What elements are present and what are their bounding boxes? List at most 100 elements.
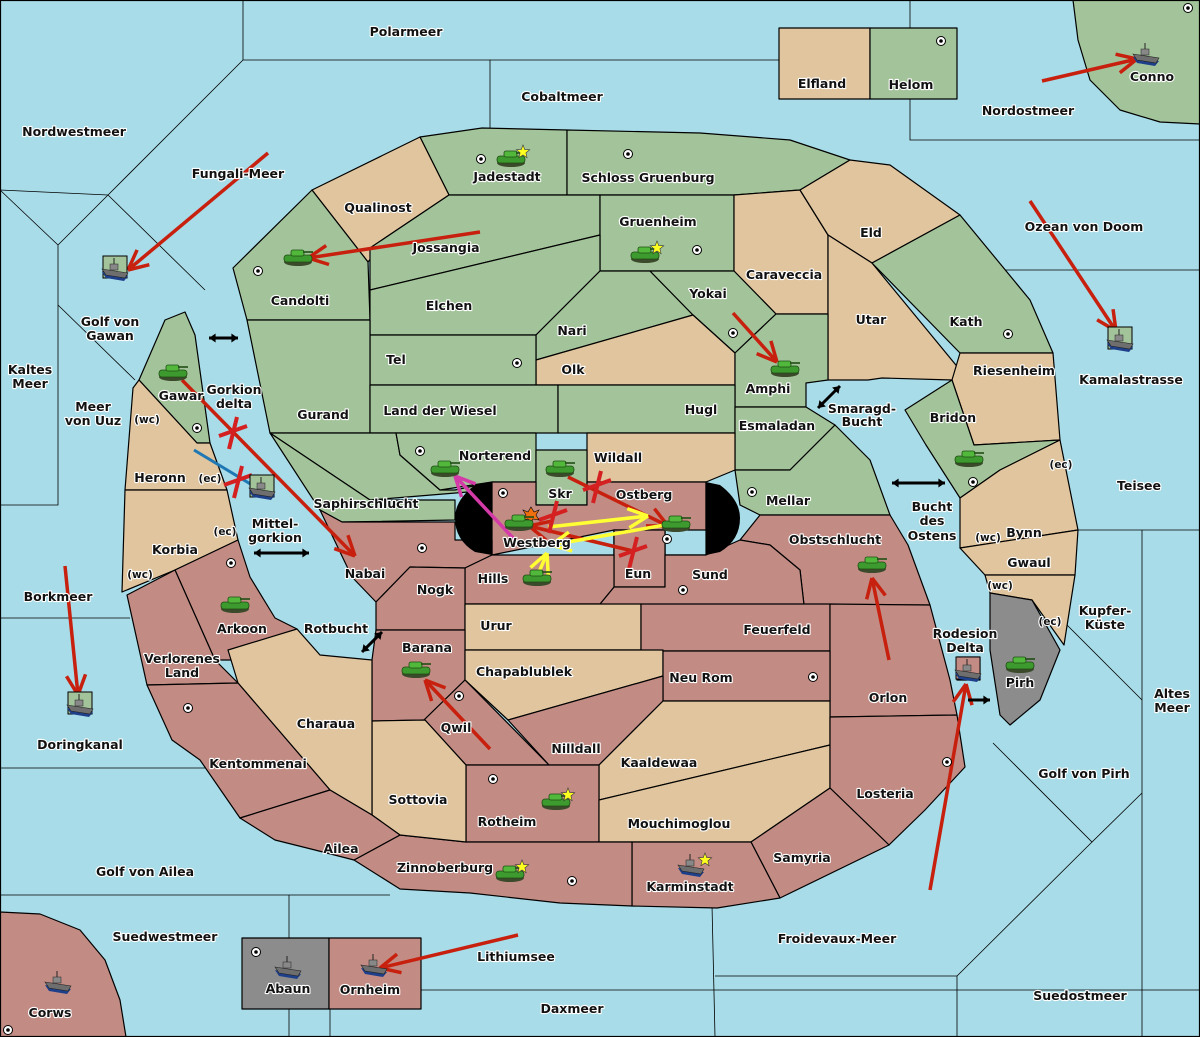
label-doringkanal: Doringkanal: [37, 737, 123, 752]
label-altes-meer-1: Altes: [1154, 686, 1190, 701]
label-jossangia: Jossangia: [411, 240, 479, 255]
label-mittelgorkion-1: Mittel-: [252, 516, 299, 531]
label-land-der-wiesel: Land der Wiesel: [383, 403, 496, 418]
supply-center-icon: [3, 1025, 13, 1035]
coast-label: (ec): [214, 526, 237, 538]
label-zinnoberburg: Zinnoberburg: [397, 860, 493, 875]
fleet-unit[interactable]: [1132, 43, 1160, 66]
fleet-unit[interactable]: [360, 954, 388, 977]
territory-ailea[interactable]: [239, 789, 401, 861]
label-nari: Nari: [557, 323, 586, 338]
territory-verlorenes-land[interactable]: [126, 569, 239, 686]
supply-center-icon: [183, 703, 193, 713]
supply-centers: [3, 3, 1193, 1035]
star-icon: [515, 144, 531, 159]
label-kaaldewaa: Kaaldewaa: [621, 755, 698, 770]
supply-center-icon: [936, 36, 946, 46]
army-unit[interactable]: [954, 450, 984, 467]
fleet-unit[interactable]: [1106, 326, 1134, 352]
impassable-west: [455, 482, 492, 555]
label-qwil: Qwil: [441, 720, 472, 735]
tank-icon: [1005, 656, 1035, 673]
army-unit[interactable]: [857, 556, 887, 573]
label-ornheim: Ornheim: [340, 982, 400, 997]
label-heronn: Heronn: [134, 470, 186, 485]
army-unit[interactable]: [401, 661, 431, 678]
label-chapablublek: Chapablublek: [476, 664, 573, 679]
territory-utar[interactable]: [827, 234, 961, 381]
label-hugl: Hugl: [685, 402, 718, 417]
army-unit[interactable]: [522, 569, 552, 586]
ship-icon: [101, 258, 129, 281]
arrow-right-icon: [968, 695, 990, 705]
label-amphi: Amphi: [746, 381, 791, 396]
territory-mellar[interactable]: [734, 424, 891, 516]
army-unit[interactable]: [770, 360, 800, 377]
army-unit[interactable]: [495, 859, 530, 882]
label-eld: Eld: [860, 225, 882, 240]
move-order-arrow: [180, 378, 357, 558]
label-conno: Conno: [1130, 69, 1175, 84]
army-unit[interactable]: [496, 144, 531, 167]
label-gorkion-delta-1: Gorkion: [206, 382, 261, 397]
fleet-unit[interactable]: [44, 971, 72, 994]
territory-gwaul[interactable]: [984, 574, 1076, 646]
tank-icon: [522, 569, 552, 586]
army-unit[interactable]: [158, 364, 188, 381]
tank-icon: [220, 596, 250, 613]
orders-layer: [63, 52, 1139, 975]
label-altes-meer-2: Meer: [1154, 700, 1190, 715]
fleet-unit[interactable]: [274, 956, 302, 979]
supply-center-icon: [415, 446, 425, 456]
label-meer-von-uuz-1: Meer: [75, 399, 111, 414]
label-skr: Skr: [548, 486, 572, 501]
fleet-unit[interactable]: [66, 691, 94, 717]
army-unit[interactable]: [630, 240, 665, 263]
label-gruenheim: Gruenheim: [619, 214, 696, 229]
fleet-unit[interactable]: [248, 474, 276, 500]
move-order-arrow: [1041, 52, 1139, 83]
move-order-arrow: [928, 682, 974, 891]
label-golf-von-gawan-1: Golf von: [81, 314, 140, 329]
territory-kath[interactable]: [871, 214, 1054, 354]
two-way-arrow-icon: [254, 548, 309, 558]
label-mellar: Mellar: [766, 493, 811, 508]
territory-corws[interactable]: [0, 911, 127, 1037]
star-icon: [560, 787, 576, 802]
label-kupfer-kueste-1: Kupfer-: [1079, 603, 1132, 618]
army-unit[interactable]: [1005, 656, 1035, 673]
label-golf-von-gawan-2: Gawan: [86, 328, 134, 343]
label-charaua: Charaua: [297, 716, 355, 731]
army-unit[interactable]: [283, 249, 313, 266]
army-unit[interactable]: [545, 460, 575, 477]
army-unit[interactable]: [661, 515, 691, 532]
label-smaragd-bucht-1: Smaragd-: [828, 401, 896, 416]
territory-helom[interactable]: [869, 27, 958, 100]
coast-label: (wc): [127, 569, 153, 581]
supply-center-icon: [623, 149, 633, 159]
tank-icon: [283, 249, 313, 266]
impassable-east: [706, 482, 740, 555]
territory-korbia[interactable]: [121, 489, 239, 593]
army-unit[interactable]: [220, 596, 250, 613]
label-wildall: Wildall: [594, 450, 642, 465]
label-gwaul: Gwaul: [1007, 555, 1050, 570]
label-bridon: Bridon: [930, 410, 976, 425]
fleet-unit[interactable]: [677, 852, 713, 877]
star-icon: [649, 240, 665, 255]
label-qualinost: Qualinost: [344, 200, 411, 215]
territory-rotheim[interactable]: [465, 764, 600, 843]
supply-center-icon: [968, 477, 978, 487]
label-rodesion-delta-2: Delta: [946, 640, 984, 655]
supply-center-icon: [226, 558, 236, 568]
fleet-unit[interactable]: [101, 255, 129, 281]
label-obstschlucht: Obstschlucht: [789, 532, 881, 547]
supply-center-icon: [747, 487, 757, 497]
army-unit[interactable]: [430, 460, 460, 477]
army-unit[interactable]: [504, 514, 534, 531]
failed-order-x-icon: [218, 416, 248, 450]
fleet-unit[interactable]: [954, 656, 982, 682]
territory-gruenheim[interactable]: [599, 194, 735, 272]
army-unit[interactable]: [541, 787, 576, 810]
